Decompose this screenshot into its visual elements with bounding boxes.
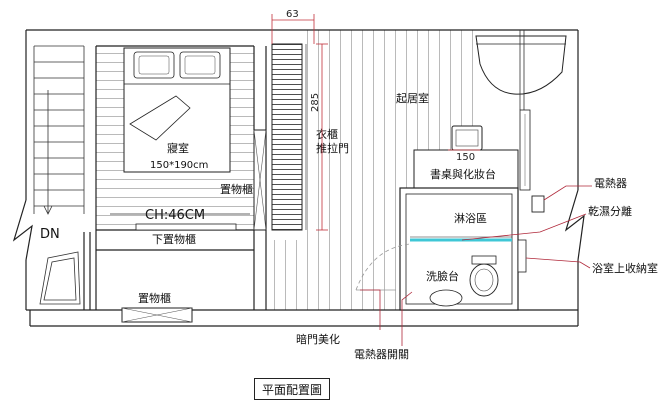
toilet [469,255,499,297]
side-cabinet [253,129,267,231]
dimension-63-label: 63 [286,9,299,20]
dimension-150-label: 150 [456,152,475,163]
staircase [33,45,85,215]
wardrobe-label-line1: 衣櫃 [316,127,338,141]
shower-area-label: 淋浴區 [454,212,487,225]
bathroom-door-swing [355,243,411,291]
washbasin [429,289,463,307]
living-room-label: 起居室 [396,91,429,105]
wardrobe-label-line2: 推拉門 [316,141,349,155]
wardrobe [271,43,303,231]
inner-walls [83,45,267,310]
lower-cabinet-label: 下置物櫃 [152,232,196,246]
bed-size-label: 150*190cm [150,160,208,171]
top-basin [475,35,567,95]
leader-lines [360,185,592,346]
side-cabinet-label: 置物櫃 [220,182,253,196]
heater-switch-label: 電熱器開關 [354,348,409,361]
hidden-door-label: 暗門美化 [296,332,340,346]
bath-storage-label: 浴室上收納室 [592,261,658,275]
bed [123,47,231,173]
plan-title: 平面配置圖 [254,378,330,400]
water-heater-box [531,195,545,213]
dry-wet-separation-label: 乾濕分離 [588,204,632,218]
desk-chair [451,125,483,151]
dimension-wardrobe-length [316,43,328,231]
ceiling-height-label: CH:46CM [145,208,205,223]
left-break-line [12,199,33,261]
bedroom-label: 寢室 [167,141,189,155]
right-break-line [564,189,585,261]
stairs-down-label: DN [40,227,60,242]
bath-window [517,239,527,273]
corridor-floor-hatch [266,240,304,310]
lower-cabinet [135,223,237,231]
bottom-cabinet-label: 置物櫃 [138,291,171,305]
dimension-wardrobe-width [271,14,315,44]
washbasin-label: 洗臉台 [426,269,459,283]
dimension-285-label: 285 [310,93,321,112]
stair-landing [39,251,81,305]
stair-landing-inner [43,257,77,301]
bathroom-walls [399,187,519,311]
desk-vanity-label: 書桌與化妝台 [430,167,496,181]
water-heater-label: 電熱器 [594,177,627,190]
